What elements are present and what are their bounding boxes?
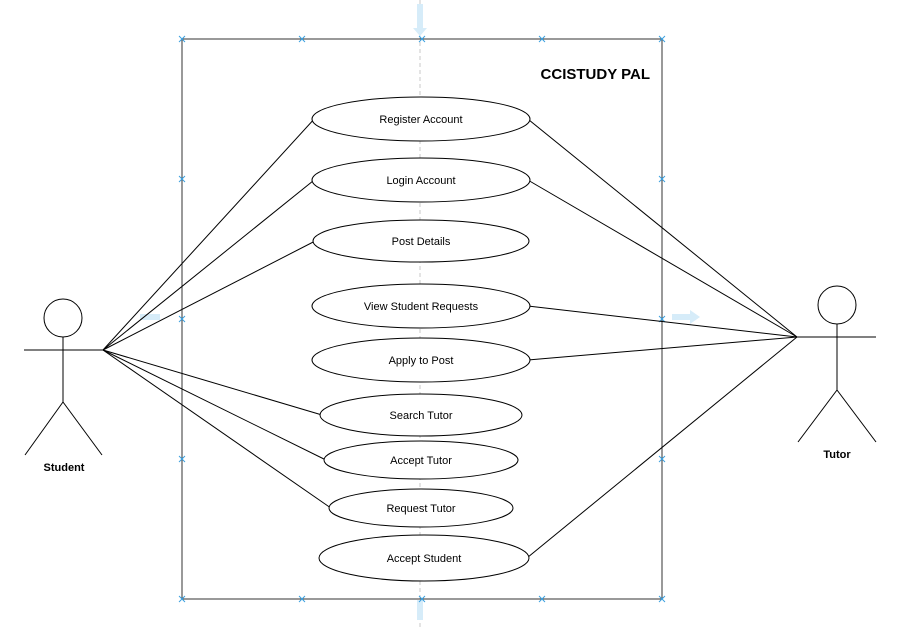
move-handle-left-icon[interactable] xyxy=(140,314,160,320)
selection-handle-icon[interactable] xyxy=(418,35,426,43)
use-case-accept-student[interactable]: Accept Student xyxy=(318,534,530,582)
move-handle-top-icon[interactable] xyxy=(413,4,427,36)
selection-handle-icon[interactable] xyxy=(658,455,666,463)
actor-tutor[interactable]: Tutor xyxy=(797,285,877,461)
selection-handle-icon[interactable] xyxy=(298,595,306,603)
selection-handle-icon[interactable] xyxy=(418,595,426,603)
associations xyxy=(102,118,798,559)
selection-handle-icon[interactable] xyxy=(178,175,186,183)
move-handle-right-icon[interactable] xyxy=(672,310,700,324)
selection-handle-icon[interactable] xyxy=(658,595,666,603)
use-case-login-account[interactable]: Login Account xyxy=(311,157,531,203)
selection-handle-icon[interactable] xyxy=(178,315,186,323)
selection-handle-icon[interactable] xyxy=(178,595,186,603)
use-case-accept-tutor[interactable]: Accept Tutor xyxy=(323,440,519,480)
association-student-register-account[interactable] xyxy=(102,118,315,351)
student-left-leg xyxy=(24,401,64,456)
selection-handle-icon[interactable] xyxy=(538,595,546,603)
association-student-post-details[interactable] xyxy=(102,240,316,351)
use-case-ellipse xyxy=(311,157,531,203)
use-case-label: Accept Student xyxy=(387,553,462,565)
actor-student[interactable]: Student xyxy=(24,298,103,474)
use-case-apply-to-post[interactable]: Apply to Post xyxy=(311,337,531,383)
use-case-post-details[interactable]: Post Details xyxy=(312,219,530,263)
use-case-ellipse xyxy=(318,534,530,582)
tutor-head xyxy=(817,285,857,325)
selection-handle-icon[interactable] xyxy=(658,175,666,183)
use-case-view-student-requests[interactable]: View Student Requests xyxy=(311,283,531,329)
association-student-accept-tutor[interactable] xyxy=(102,349,327,461)
use-case-search-tutor[interactable]: Search Tutor xyxy=(319,393,523,437)
association-tutor-view-student-requests[interactable] xyxy=(527,305,798,338)
use-case-ellipse xyxy=(319,393,523,437)
use-case-register-account[interactable]: Register Account xyxy=(311,96,531,142)
use-case-label: Login Account xyxy=(386,175,455,187)
use-case-label: Post Details xyxy=(392,236,451,248)
use-case-request-tutor[interactable]: Request Tutor xyxy=(328,488,514,528)
association-tutor-apply-to-post[interactable] xyxy=(527,336,798,361)
use-case-label: View Student Requests xyxy=(364,301,479,313)
association-tutor-login-account[interactable] xyxy=(527,179,798,338)
student-label: Student xyxy=(44,462,85,474)
selection-handle-icon[interactable] xyxy=(178,35,186,43)
use-case-ellipse xyxy=(323,440,519,480)
use-case-label: Request Tutor xyxy=(386,503,455,515)
use-case-ellipse xyxy=(311,96,531,142)
tutor-left-leg xyxy=(797,389,838,443)
association-tutor-accept-student[interactable] xyxy=(526,336,798,559)
association-student-search-tutor[interactable] xyxy=(102,349,323,416)
student-right-leg xyxy=(62,401,103,456)
system-title: CCISTUDY PAL xyxy=(541,66,650,83)
use-case-ellipse xyxy=(311,283,531,329)
selection-handle-icon[interactable] xyxy=(178,455,186,463)
association-student-login-account[interactable] xyxy=(102,179,315,351)
selection-handle-icon[interactable] xyxy=(658,35,666,43)
move-handle-bottom-icon[interactable] xyxy=(417,600,423,620)
use-case-label: Search Tutor xyxy=(390,410,453,422)
tutor-right-leg xyxy=(836,389,877,443)
use-case-ellipse xyxy=(311,337,531,383)
use-case-label: Register Account xyxy=(379,114,462,126)
selection-handles[interactable] xyxy=(178,35,666,603)
selection-handle-icon[interactable] xyxy=(538,35,546,43)
student-head xyxy=(43,298,83,338)
use-case-label: Accept Tutor xyxy=(390,455,452,467)
use-case-label: Apply to Post xyxy=(389,355,454,367)
association-tutor-register-account[interactable] xyxy=(527,118,798,338)
editor-guides xyxy=(140,0,700,629)
use-case-ellipse xyxy=(328,488,514,528)
association-student-request-tutor[interactable] xyxy=(102,349,332,509)
use-case-ellipse xyxy=(312,219,530,263)
selection-handle-icon[interactable] xyxy=(298,35,306,43)
tutor-label: Tutor xyxy=(823,449,851,461)
